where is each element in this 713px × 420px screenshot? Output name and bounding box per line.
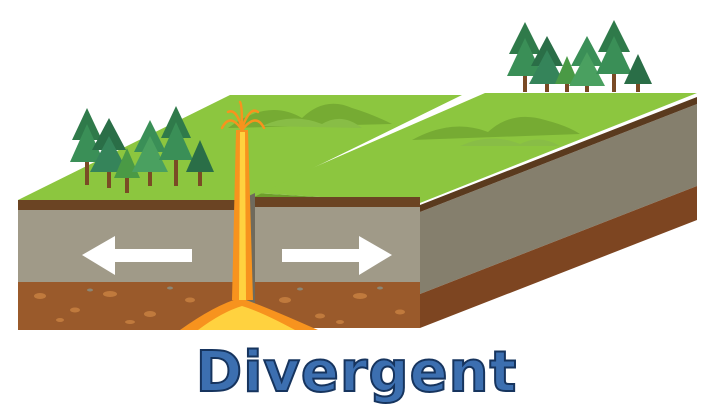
tree-icon [132,120,168,186]
tree-icon [507,22,543,92]
lava-column-core [239,132,246,300]
right-plate-side-topsoil [420,97,697,212]
tree-icon [70,108,104,185]
lava-eruption-icon [180,100,318,330]
hill [412,116,580,140]
trees-right [507,20,652,92]
right-plate-topsoil [255,197,420,207]
tree-icon [529,36,565,92]
right-plate-side-rock [420,104,697,294]
hill [460,138,560,146]
right-plate-grass-top [255,93,697,203]
tree-icon [596,20,632,92]
hill [262,118,362,128]
mantle-pebbles [34,291,405,324]
diagram-title: Divergent [195,339,518,406]
left-plate-rock-front [18,210,248,282]
lava-spray [220,100,266,132]
right-plate [255,93,697,328]
arrow-right-icon [282,236,392,275]
left-plate-topsoil [18,200,248,210]
rock-pebbles [87,286,383,292]
tree-icon [186,140,214,186]
arrow-left-icon [82,236,192,275]
trees-left [70,106,214,193]
hills [228,103,580,146]
tree-icon [624,54,652,92]
right-plate-rock-front [255,207,420,282]
right-plate-side-mantle [420,186,697,328]
tree-icon [555,56,579,92]
tree-icon [569,36,605,92]
lava-pool-core [198,306,295,330]
tree-icon [90,118,128,188]
tree-icon [159,106,193,186]
